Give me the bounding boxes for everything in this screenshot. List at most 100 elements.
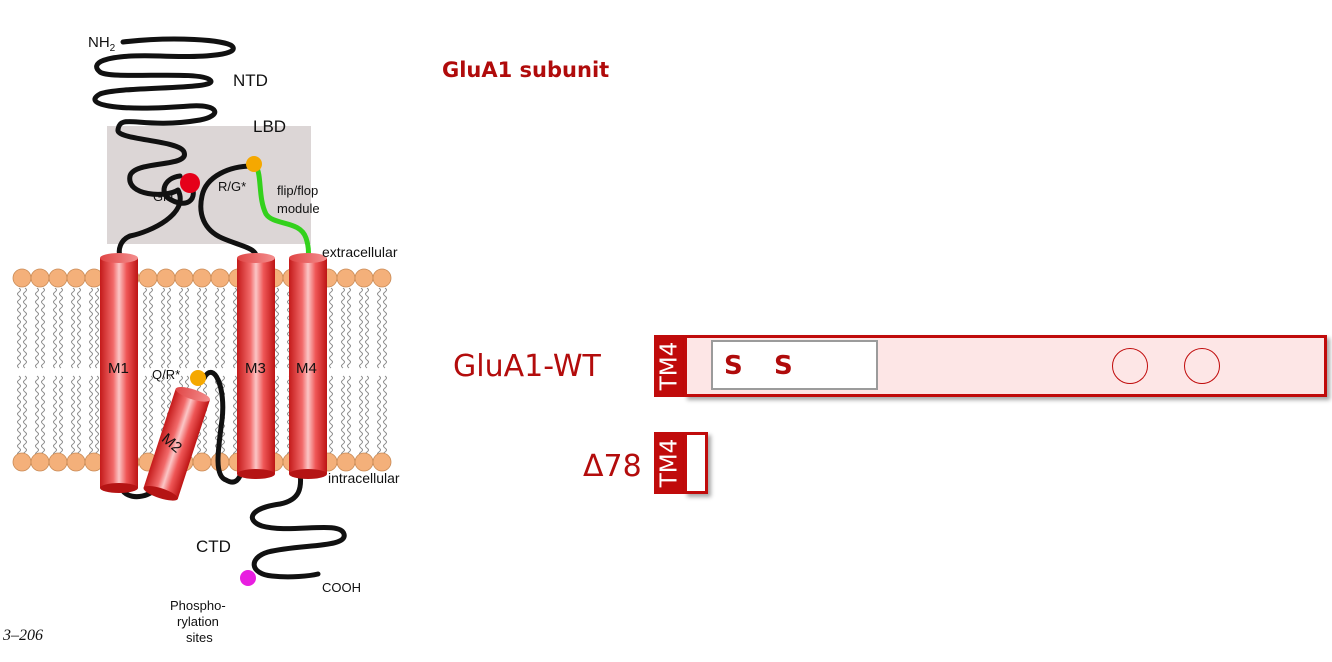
lipid-tail [41,375,45,457]
helix-m2 [143,387,211,501]
construct-title: GluA1 subunit [442,58,610,82]
lipid-head [210,268,230,288]
lipid-tail [53,287,57,369]
lipid-tail [41,287,45,369]
lipid-tail [203,287,207,369]
lipid-tail [383,287,387,369]
lipid-head [372,452,392,472]
lipid-head [354,268,374,288]
helix-m4 [289,253,327,479]
lipid-head [66,452,86,472]
lipid-tail [215,287,219,369]
ntd-label: NTD [233,71,268,90]
lipid-tail [233,375,237,457]
lipid-tail [275,375,279,457]
lipid-tail [53,375,57,457]
lipid-tail [179,287,183,369]
lipid-tail [143,375,147,457]
lipid-tail [71,375,75,457]
lipid-tail [35,287,39,369]
lipid-tail [89,287,93,369]
lipid-tail [329,375,333,457]
figure-code: 3–206 [2,627,43,644]
serine-site-2: S [774,351,793,381]
lipid-tail [161,287,165,369]
lipid-head [336,268,356,288]
lipid-tail [377,375,381,457]
m4-label: M4 [296,360,317,377]
phospho-label-1: Phospho- [170,598,226,613]
lipid-tail [149,375,153,457]
lipid-tail [377,287,381,369]
lipid-head [12,452,32,472]
polypeptide-backbone [92,36,236,259]
lipid-head [354,452,374,472]
lipid-tail [365,287,369,369]
lipid-tail [347,287,351,369]
d78-tm4-segment: TM4 [654,432,685,494]
lipid-tail [143,287,147,369]
lipid-tail [77,375,81,457]
lipid-tail [233,287,237,369]
lipid-tail [89,375,93,457]
lipid-tail [341,287,345,369]
cooh-label: COOH [322,580,361,595]
wt-tm4-segment: TM4 [654,335,685,397]
lipid-head [30,452,50,472]
wt-tm4-label: TM4 [656,341,683,391]
lipid-head [138,268,158,288]
nh2-label: NH2 [88,34,116,54]
lipid-tail [149,287,153,369]
m2-m3-loop [201,369,245,485]
helix-m3 [237,253,275,479]
glu-label: Glu [153,189,173,204]
lipid-tail [95,375,99,457]
lipid-tail [71,287,75,369]
lipid-tail [383,375,387,457]
lipid-tail [185,287,189,369]
glu-to-lbd-loop [161,173,196,206]
motif-circle-1 [1112,348,1148,384]
lipid-tail [341,375,345,457]
rg-label: R/G* [218,179,246,194]
d78-label: Δ78 [583,449,642,484]
lipid-tail [17,375,21,457]
lipid-tail [23,375,27,457]
lipid-tail [365,375,369,457]
intracellular-label: intracellular [328,470,400,486]
ampa-receptor-topology-diagram: NH2 NTD LBD Glu R/G* flip/flop module ex… [2,34,400,645]
flip-flop-label-2: module [277,201,320,216]
ss-region-box [711,340,878,390]
lipid-head [30,268,50,288]
lipid-tail [95,287,99,369]
extracellular-label: extracellular [322,244,398,260]
phospho-label-2: rylation [177,614,219,629]
lipid-tail [23,287,27,369]
lipid-tail [359,287,363,369]
ctd-label: CTD [196,537,231,556]
lipid-tail [35,375,39,457]
d78-ctd-stub [684,432,708,494]
lipid-tail [347,375,351,457]
lipid-tail [197,287,201,369]
m1-label: M1 [108,360,129,377]
lipid-tail [77,287,81,369]
phospho-label-3: sites [186,630,213,645]
lipid-head [174,268,194,288]
serine-site-1: S [724,351,743,381]
d78-tm4-label: TM4 [656,438,683,488]
lipid-head [372,268,392,288]
lipid-head [12,268,32,288]
wt-label: GluA1-WT [453,349,601,384]
lipid-head [192,268,212,288]
lipid-head [48,452,68,472]
flip-flop-segment [253,163,311,261]
m3-lbd-loop [198,163,259,261]
lipid-heads [12,268,392,472]
lipid-tail [203,375,207,457]
lipid-head [156,268,176,288]
phosphorylation-site [240,570,256,586]
lipid-head [48,268,68,288]
lipid-tail [167,287,171,369]
m3-label: M3 [245,360,266,377]
